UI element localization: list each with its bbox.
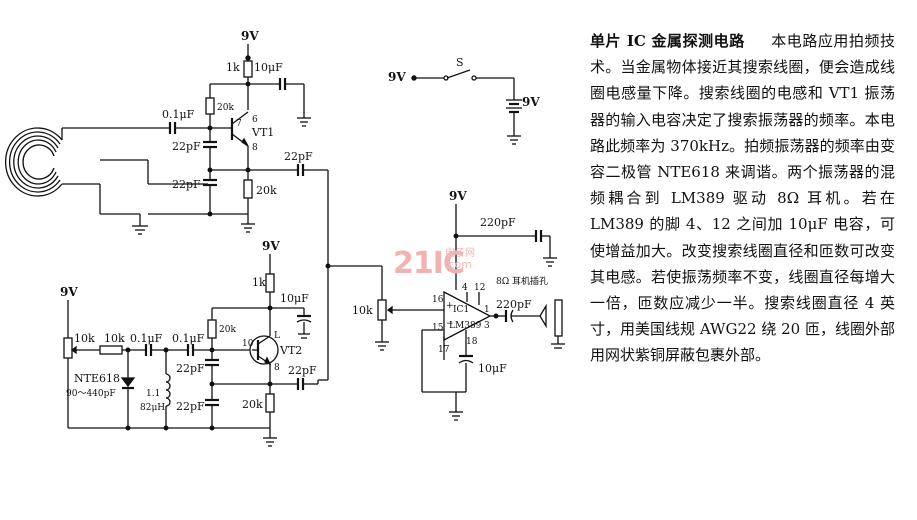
bottom-oscillator: 9V 10k 10k NTE618 90～440pF 0.1μF [60, 239, 328, 447]
amp-c10u-label: 10μF [478, 362, 507, 375]
bottom-c01-2-label: 0.1μF [172, 332, 205, 345]
amplifier: 9V 220pF 4 12 8Ω 耳机插孔 IC1 LM389 + − 16 [328, 189, 565, 421]
bottom-r20k-bias-label: 20k [219, 325, 236, 335]
amp-pin12: 12 [474, 283, 485, 293]
varactor-range-label: 90～440pF [66, 389, 116, 399]
phone-jack-label: 8Ω 耳机插孔 [496, 275, 548, 287]
amp-plus: + [446, 301, 454, 311]
vt1-pin7: 7 [236, 119, 242, 129]
top-c22-out-label: 22pF [284, 150, 313, 163]
top-oscillator: 9V 1k 10μF 20k 0.1μF [148, 29, 331, 380]
top-r1k-label: 1k [226, 61, 240, 74]
vt1-pin6: 6 [252, 115, 258, 125]
battery-supply-label: 9V [388, 70, 406, 84]
top-c01-label: 0.1μF [162, 108, 195, 121]
amp-c220-out-label: 220pF [496, 298, 532, 311]
top-c22-1-label: 22pF [172, 140, 201, 153]
power-supply: 9V S 9V [388, 56, 540, 145]
varactor-label: NTE618 [74, 372, 120, 385]
description-title: 单片 IC 金属探测电路 [590, 32, 745, 50]
bottom-c01-1-label: 0.1μF [130, 332, 163, 345]
metal-detector-schematic: 9V 1k 10μF 20k 0.1μF [5, 29, 565, 447]
bottom-c22-out-label: 22pF [288, 364, 317, 377]
amp-pin4: 4 [462, 283, 468, 293]
inductor-value-label: 1.1 [146, 389, 160, 399]
amp-pin16: 16 [432, 295, 444, 305]
watermark-brand: 21IC [393, 246, 465, 281]
top-c22-2-label: 22pF [172, 178, 201, 191]
top-r20k-bias-label: 20k [217, 103, 234, 113]
watermark-cn: 电子网 [445, 248, 475, 259]
search-coil [5, 127, 208, 235]
amp-pin1: 1 [484, 305, 490, 315]
vt2-pin10: 10 [242, 339, 254, 349]
bottom-r10k-label: 10k [104, 332, 125, 345]
amp-minus: − [446, 319, 454, 329]
watermark-logo: 21IC 电子网 .com [393, 246, 475, 281]
bottom-r20k-emit-label: 20k [242, 398, 263, 411]
bottom-r1k-label: 1k [252, 276, 266, 289]
top-supply-label: 9V [241, 29, 259, 43]
amp-pin18: 18 [466, 337, 478, 347]
bottom-pot-label: 10k [74, 332, 95, 345]
battery-label: 9V [522, 95, 540, 109]
switch-label: S [456, 56, 464, 69]
phone-jack [554, 299, 563, 337]
vt1-pin8: 8 [252, 143, 258, 153]
ic1-part-label: LM389 [449, 321, 482, 331]
top-c10u-label: 10μF [254, 61, 283, 74]
description-block: 单片 IC 金属探测电路 本电路应用拍频技术。当金属物体接近其搜索线圈，便会造成… [590, 28, 895, 369]
amp-pin3: 3 [484, 321, 490, 331]
vt2-label: VT2 [279, 344, 302, 357]
inductor-unit-label: 82μH [140, 403, 165, 413]
description-body: 本电路应用拍频技术。当金属物体接近其搜索线圈，便会造成线圈电感量下降。搜索线圈的… [590, 32, 895, 365]
ic1-label: IC1 [453, 305, 469, 315]
bottom-c22-1-label: 22pF [176, 362, 205, 375]
top-r20k-emit-label: 20k [256, 184, 277, 197]
description-spacer [750, 32, 766, 50]
bottom-supply-left-label: 9V [60, 285, 78, 299]
vt1-label: VT1 [251, 126, 274, 139]
bottom-c10u-label: 10μF [280, 292, 309, 305]
amp-c220-fb-label: 220pF [480, 216, 516, 229]
bottom-supply-mid-label: 9V [262, 239, 280, 253]
watermark-url: .com [445, 258, 472, 271]
bottom-c22-2-label: 22pF [176, 400, 205, 413]
vt2-pinc: L [274, 331, 280, 341]
amp-pin15: 15 [432, 323, 444, 333]
vt2-pin8: 8 [274, 363, 280, 373]
amp-pot-label: 10k [352, 304, 373, 317]
amp-supply-label: 9V [449, 189, 467, 203]
